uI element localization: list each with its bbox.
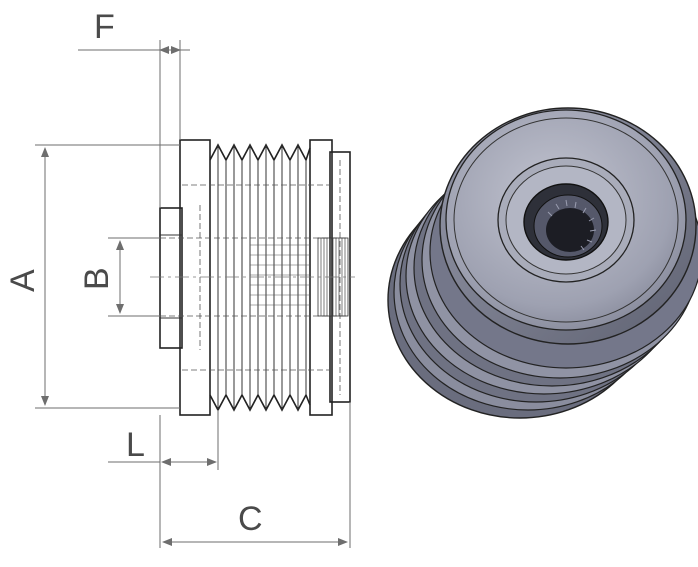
label-a: A	[4, 269, 42, 292]
hub-boss	[159, 207, 183, 349]
rib-lines	[217, 145, 307, 410]
hidden-lines	[160, 160, 350, 395]
label-f: F	[94, 8, 115, 46]
dimension-a: A	[4, 144, 180, 409]
dimension-c: C	[162, 402, 351, 548]
label-c: C	[238, 500, 263, 538]
pulley-front-face	[439, 107, 697, 345]
ribs-bottom	[209, 393, 311, 412]
right-flange	[309, 139, 333, 416]
label-l: L	[126, 426, 145, 464]
label-b: B	[78, 267, 116, 290]
side-view	[150, 139, 355, 416]
dimension-l: L	[108, 410, 219, 548]
left-flange	[179, 139, 211, 416]
dimensions: F A B L C	[4, 8, 351, 548]
ribs-top	[209, 143, 311, 163]
dimension-b: B	[78, 237, 160, 317]
pulley-3d-view	[387, 107, 698, 419]
dimension-f: F	[78, 8, 190, 208]
